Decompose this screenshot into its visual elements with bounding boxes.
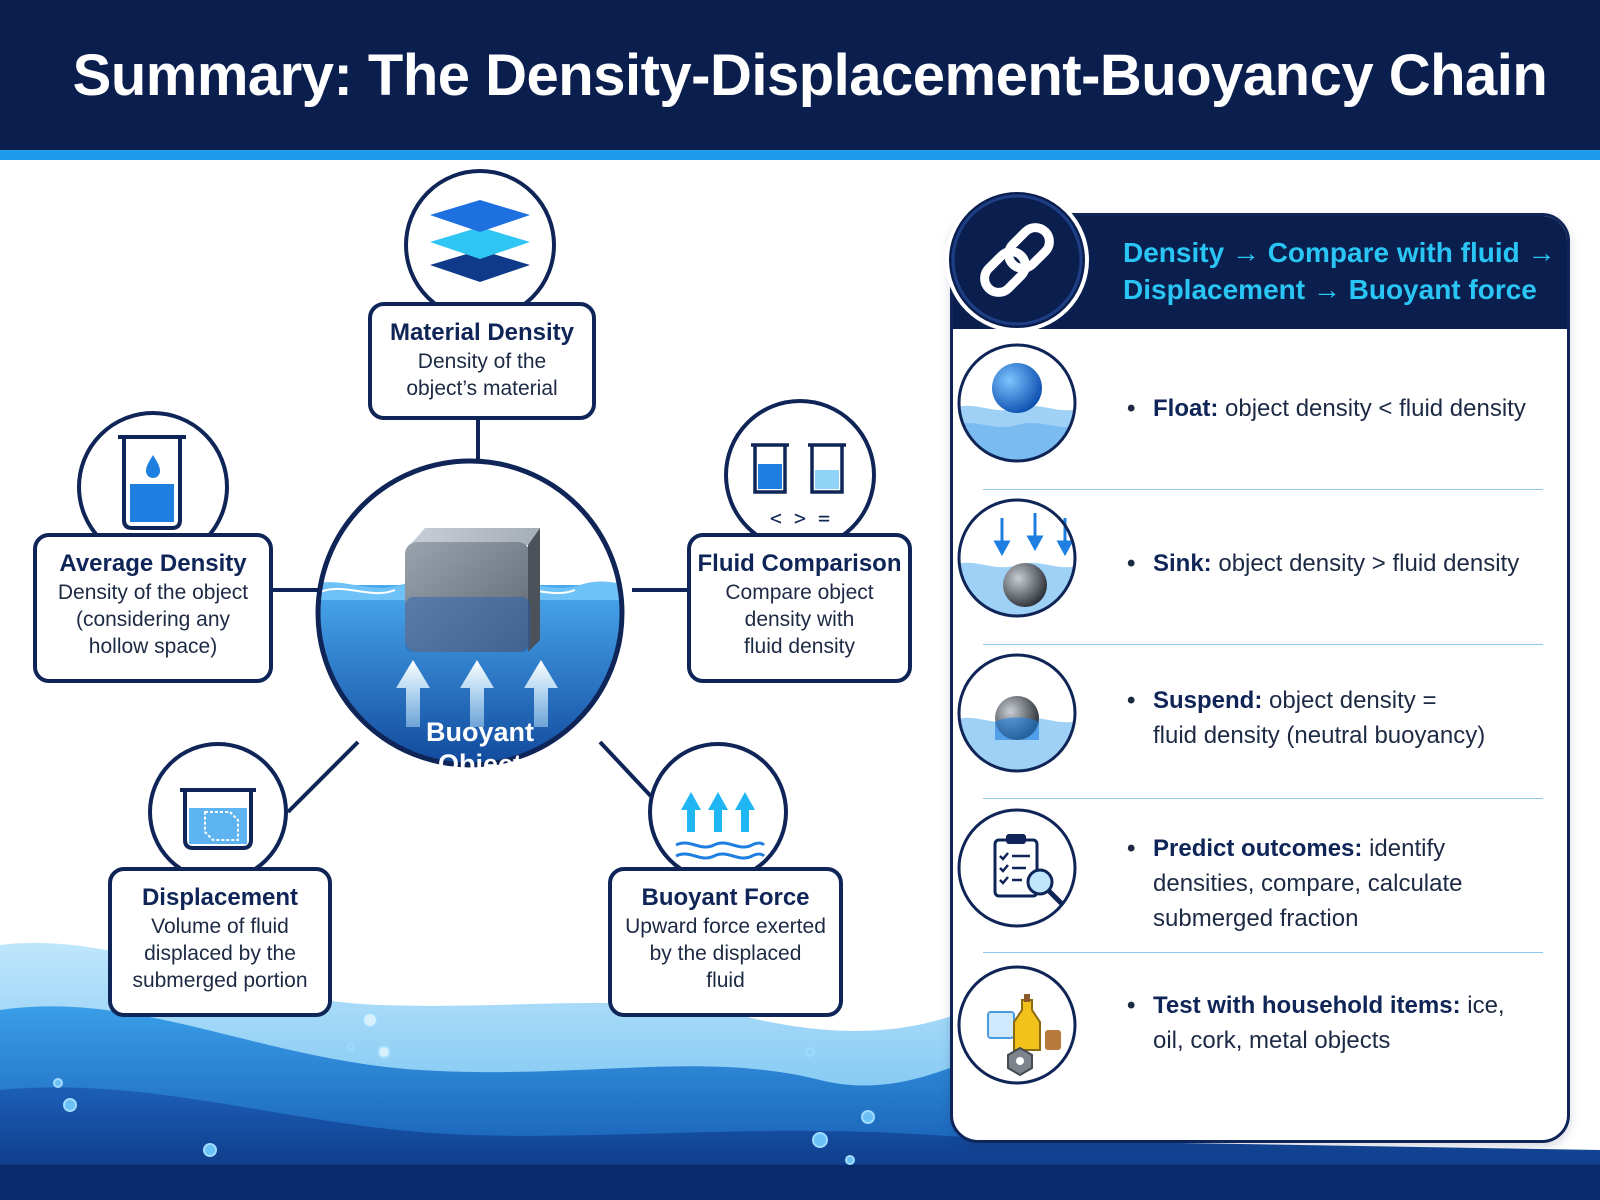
buoyant-force-icon-circle [648,742,788,882]
fluid-comparison-title: Fluid Comparison [697,550,902,577]
fluid-comparison-box: Fluid Comparison Compare object density … [687,533,912,683]
average-density-desc-line1: Density of the object [57,581,249,604]
item-divider [983,489,1543,490]
fluid-comparison-icon-circle: < > = [724,399,876,551]
buoyant-object-circle [315,458,625,768]
displaced-volume-beaker-icon [180,788,256,850]
fluid-comparison-desc-line1: Compare object [725,581,874,604]
bottom-waves [0,942,1600,1200]
suspend-label: Suspend: [1153,687,1263,714]
suspended-ball-icon [957,653,1077,773]
comparison-symbols: < > = [770,506,830,530]
suspend-desc-line1: object density = [1269,687,1437,714]
chain-summary-text: Density → Compare with fluid → Displacem… [1123,234,1563,308]
buoyant-force-box: Buoyant Force Upward force exerted by th… [608,867,843,1017]
float-desc-line1: object density < fluid density [1225,395,1526,422]
chain-summary-line2: Displacement → Buoyant force [1123,274,1537,305]
household-text: •Test with household items: ice, oil, co… [1127,992,1505,1054]
average-density-box: Average Density Density of the object (c… [33,533,273,683]
buoyant-object-label: Buoyant Object [380,716,580,780]
header-bar [0,0,1600,150]
beaker-drop-icon [118,435,186,530]
chain-summary-line1: Density → Compare with fluid → [1123,237,1556,268]
material-density-desc-line2: object’s material [406,377,558,400]
average-density-desc-line3: hollow space) [88,635,218,658]
predict-text: •Predict outcomes: identify densities, c… [1127,835,1463,932]
buoyant-force-title: Buoyant Force [641,884,810,911]
upward-force-arrows-icon [396,660,558,727]
predict-desc-line2: densities, compare, calculate [1153,870,1463,897]
household-desc-line2: oil, cork, metal objects [1153,1027,1391,1054]
submerged-block-icon [405,528,540,652]
chain-link-icon [945,188,1089,332]
suspend-text: •Suspend: object density = fluid density… [1127,687,1486,749]
displacement-title: Displacement [141,884,299,911]
upward-arrows-waves-icon [675,792,766,860]
float-text: •Float: object density < fluid density [1127,395,1526,422]
center-label-line1: Buoyant [426,717,534,747]
stacked-layers-icon [430,200,530,282]
predict-desc-line3: submerged fraction [1153,905,1359,932]
displacement-box: Displacement Volume of fluid displaced b… [108,867,332,1017]
buoyant-force-desc-line1: Upward force exerted [625,915,826,938]
bubbles [53,1012,875,1165]
suspend-desc-line2: fluid density (neutral buoyancy) [1153,722,1486,749]
buoyant-force-desc-line2: by the displaced [649,942,802,965]
item-divider [983,644,1543,645]
material-density-icon-circle [404,169,556,321]
sink-desc-line1: object density > fluid density [1218,550,1520,577]
household-desc-line1: ice, [1467,992,1505,1019]
average-density-icon-circle [77,411,229,563]
center-label-line2: Object [437,749,523,779]
displacement-icon-circle [148,742,288,882]
material-density-box: Material Density Density of the object’s… [368,302,596,420]
displacement-desc-line2: displaced by the [144,942,296,965]
fluid-comparison-desc-line2: density with [744,608,855,631]
household-items-icon [957,965,1077,1085]
floating-ball-icon [957,343,1077,463]
average-density-desc-line2: (considering any [75,608,231,631]
two-beakers-icon [751,443,846,494]
average-density-title: Average Density [59,550,247,577]
float-label: Float: [1153,395,1219,422]
household-label: Test with household items: [1153,992,1461,1019]
clipboard-magnifier-icon [957,808,1077,928]
material-density-title: Material Density [389,319,575,346]
buoyant-force-desc-line3: fluid [706,969,745,992]
sink-label: Sink: [1153,550,1212,577]
item-divider [983,798,1543,799]
predict-desc-line1: identify [1369,835,1446,862]
sinking-ball-icon [957,498,1077,618]
displacement-desc-line3: submerged portion [132,969,308,992]
material-density-desc-line1: Density of the [417,350,547,373]
item-divider [983,952,1543,953]
fluid-comparison-desc-line3: fluid density [744,635,855,658]
sink-text: •Sink: object density > fluid density [1127,550,1520,577]
page-title: Summary: The Density-Displacement-Buoyan… [72,42,1548,108]
displacement-desc-line1: Volume of fluid [151,915,289,938]
header-accent-line [0,150,1600,160]
predict-label: Predict outcomes: [1153,835,1363,862]
